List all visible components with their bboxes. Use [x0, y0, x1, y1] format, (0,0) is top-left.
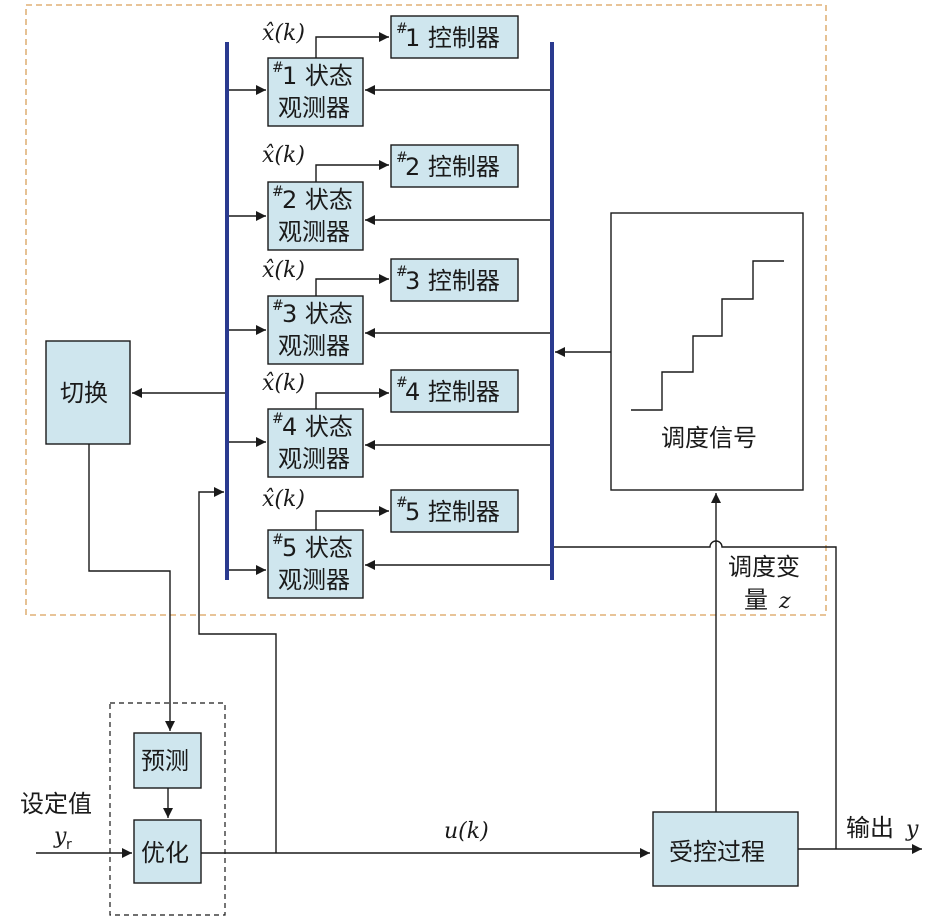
svg-text:#: # [272, 298, 284, 314]
controller-label: 4 控制器 [405, 378, 500, 406]
observer-box [267, 295, 364, 365]
observer-label-line1: 5 状态 [282, 534, 353, 562]
observer-label-line2: 观测器 [278, 566, 350, 594]
schedule-signal-label: 调度信号 [661, 424, 757, 452]
svg-text:#: # [272, 60, 284, 76]
svg-text:#: # [272, 532, 284, 548]
channel-1: x̂(k) # 1 控制器 # 1 状态 观测器 [229, 15, 550, 127]
switch-label: 切换 [60, 379, 108, 407]
observer-box [267, 57, 364, 127]
predict-label: 预测 [141, 747, 189, 775]
output-label: 输出 [846, 814, 894, 842]
observer-label-line2: 观测器 [278, 445, 350, 473]
channel-2: x̂(k) # 2 控制器 # 2 状态 观测器 [229, 143, 550, 251]
optimize-label: 优化 [141, 839, 189, 867]
controller-label: 3 控制器 [405, 267, 500, 295]
channel-5: x̂(k) # 5 控制器 # 5 状态 观测器 [229, 487, 550, 599]
schedule-var-line1: 调度变 [728, 553, 800, 581]
channel-3: x̂(k) # 3 控制器 # 3 状态 观测器 [229, 258, 550, 365]
observer-box [267, 529, 364, 599]
control-signal-label: u(k) [444, 819, 489, 844]
setpoint-label: 设定值 [20, 790, 92, 818]
state-estimate-label: x̂(k) [262, 258, 305, 283]
state-estimate-label: x̂(k) [262, 487, 305, 512]
process-box [652, 811, 799, 887]
observer-label-line1: 4 状态 [282, 413, 353, 441]
controller-box [390, 489, 519, 533]
schedule-signal-box [610, 212, 804, 491]
schedule-var-symbol: z [778, 589, 791, 614]
controller-label: 2 控制器 [405, 153, 500, 181]
controller-box [390, 144, 519, 188]
switch-box [45, 340, 131, 445]
observer-label-line2: 观测器 [278, 332, 350, 360]
state-estimate-label: x̂(k) [262, 143, 305, 168]
observer-label-line1: 2 状态 [282, 186, 353, 214]
output-symbol: y [905, 817, 919, 842]
svg-text:#: # [272, 411, 284, 427]
channel-4: x̂(k) # 4 控制器 # 4 状态 观测器 [229, 369, 550, 478]
scheduler-boundary [25, 4, 827, 616]
setpoint-subscript: r [66, 837, 72, 853]
observer-label-line2: 观测器 [278, 218, 350, 246]
svg-text:#: # [396, 495, 408, 511]
observer-box [267, 408, 364, 478]
mpc-boundary [109, 702, 226, 916]
setpoint-symbol: y [53, 824, 67, 849]
controller-box [390, 15, 519, 59]
svg-text:#: # [396, 264, 408, 280]
svg-text:#: # [396, 21, 408, 37]
svg-text:#: # [396, 150, 408, 166]
controller-box [390, 258, 519, 302]
svg-text:#: # [272, 184, 284, 200]
controller-label: 1 控制器 [405, 24, 500, 52]
observer-label-line2: 观测器 [278, 94, 350, 122]
observer-label-line1: 1 状态 [282, 62, 353, 90]
schedule-var-line2: 量 [744, 586, 768, 614]
svg-text:#: # [396, 375, 408, 391]
optimize-box [133, 819, 202, 884]
staircase-signal [631, 260, 784, 411]
observer-label-line1: 3 状态 [282, 300, 353, 328]
observer-box [267, 181, 364, 251]
state-estimate-label: x̂(k) [262, 371, 305, 396]
state-estimate-label: x̂(k) [262, 21, 305, 46]
controller-label: 5 控制器 [405, 498, 500, 526]
controller-box [390, 369, 519, 413]
process-label: 受控过程 [669, 838, 765, 866]
